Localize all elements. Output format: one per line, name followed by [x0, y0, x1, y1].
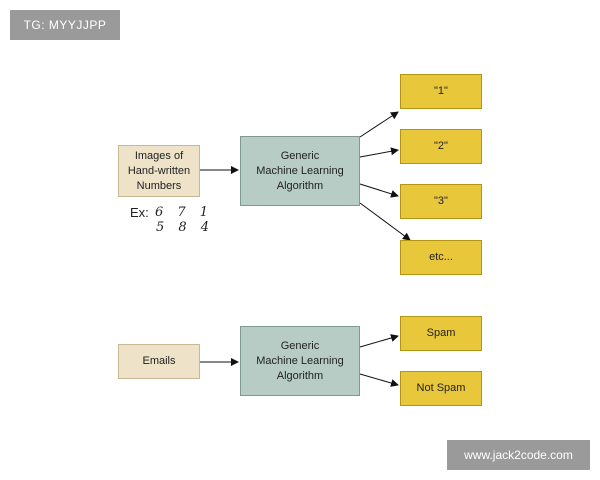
input-box-emails: Emails: [118, 344, 200, 379]
output-box-not-spam: Not Spam: [400, 371, 482, 406]
handwritten-digits-row-2: 5 8 4: [156, 220, 215, 235]
output-box-2: "2": [400, 129, 482, 164]
output-box-1: "1": [400, 74, 482, 109]
algorithm-box-2: Generic Machine Learning Algorithm: [240, 326, 360, 396]
output-box-3: "3": [400, 184, 482, 219]
arrow-algorithm-to-not-spam: [359, 373, 399, 387]
arrow-algorithm-to-output-2: [359, 147, 399, 158]
watermark-top: TG: MYYJJPP: [10, 10, 120, 40]
watermark-bottom: www.jack2code.com: [447, 440, 590, 470]
input-box-handwritten-numbers: Images of Hand-written Numbers: [118, 145, 200, 197]
output-box-etc: etc...: [400, 240, 482, 275]
output-box-spam: Spam: [400, 316, 482, 351]
arrow-algorithm-to-output-etc: [359, 202, 411, 241]
arrow-algorithm-to-spam: [359, 334, 399, 348]
arrow-algorithm-to-output-3: [359, 183, 399, 198]
handwritten-digits-row-1: 6 7 1: [155, 205, 214, 220]
arrow-algorithm-to-output-1: [359, 111, 399, 138]
algorithm-box-1: Generic Machine Learning Algorithm: [240, 136, 360, 206]
example-label: Ex:: [130, 205, 149, 220]
